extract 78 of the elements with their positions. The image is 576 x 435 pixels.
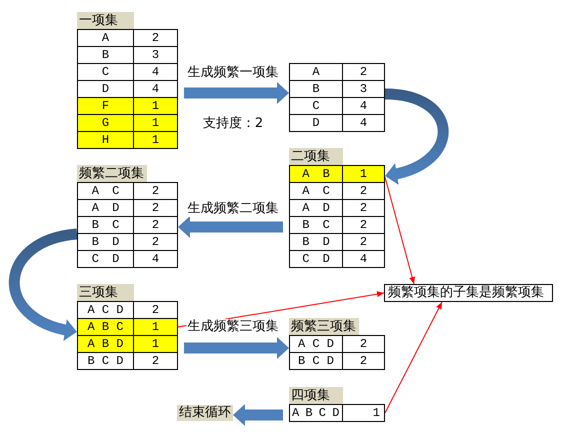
table-cell: A B C xyxy=(78,319,134,336)
table-heading: 四项集 xyxy=(289,387,343,404)
table-cell: C D xyxy=(290,251,343,268)
annotation-text: 支持度：2 xyxy=(202,116,264,132)
table-cell: 3 xyxy=(134,47,178,64)
table-cell: B xyxy=(290,81,343,98)
table-cell: 2 xyxy=(343,234,385,251)
table-cell: 4 xyxy=(343,98,385,115)
table-cell: 2 xyxy=(343,200,385,217)
table-cell: 3 xyxy=(343,81,385,98)
table-cell: 1 xyxy=(134,115,178,132)
table-cell: 1 xyxy=(343,166,385,183)
table-heading: 频繁二项集 xyxy=(77,165,147,182)
table-cell: 2 xyxy=(134,234,178,251)
table-cell: C D xyxy=(78,251,134,268)
edge-label: 生成频繁一项集 xyxy=(186,65,280,81)
table-heading: 频繁三项集 xyxy=(289,318,359,335)
arrow xyxy=(384,176,416,284)
table-cell: A C xyxy=(290,183,343,200)
table-cell: A B xyxy=(290,166,343,183)
table-cell: 1 xyxy=(343,405,385,422)
table-cell: B C xyxy=(78,217,134,234)
arrow xyxy=(384,302,442,414)
table-cell: C xyxy=(78,64,134,81)
block-arrow xyxy=(178,216,283,238)
table-cell: 2 xyxy=(134,200,178,217)
curved-arrow xyxy=(8,228,78,340)
table-cell: B D xyxy=(78,234,134,251)
table-cell: 2 xyxy=(343,183,385,200)
block-arrow xyxy=(184,82,289,104)
table-heading: 二项集 xyxy=(289,148,343,165)
note-box: 频繁项集的子集是频繁项集 xyxy=(384,284,553,302)
edge-label: 生成频繁三项集 xyxy=(186,319,280,335)
table-cell: 1 xyxy=(134,98,178,115)
table-cell: F xyxy=(78,98,134,115)
table-cell: 2 xyxy=(343,336,385,353)
table-cell: G xyxy=(78,115,134,132)
table-cell: A B D xyxy=(78,336,134,353)
table-cell: B C D xyxy=(78,353,134,370)
block-arrow xyxy=(184,337,289,359)
table-cell: 2 xyxy=(343,64,385,81)
table-cell: A D xyxy=(78,200,134,217)
table-cell: A D xyxy=(290,200,343,217)
table-cell: 4 xyxy=(343,251,385,268)
table-cell: 2 xyxy=(134,183,178,200)
table-cell: 1 xyxy=(134,319,178,336)
table-cell: 2 xyxy=(134,30,178,47)
block-arrow xyxy=(233,404,283,426)
table-cell: 2 xyxy=(343,353,385,370)
table-cell: A C xyxy=(78,183,134,200)
table-cell: C xyxy=(290,98,343,115)
table-cell: D xyxy=(78,81,134,98)
table-cell: 2 xyxy=(343,217,385,234)
table-cell: B C xyxy=(290,217,343,234)
table-cell: A C D xyxy=(290,336,343,353)
table-cell: A B C D xyxy=(290,405,343,422)
table-cell: B C D xyxy=(290,353,343,370)
table-cell: B D xyxy=(290,234,343,251)
curved-arrow xyxy=(384,88,449,184)
table-heading: 一项集 xyxy=(77,12,134,29)
table-cell: B xyxy=(78,47,134,64)
table-cell: A C D xyxy=(78,302,134,319)
table-cell: 4 xyxy=(134,251,178,268)
table-cell: 2 xyxy=(134,217,178,234)
table-cell: 4 xyxy=(134,64,178,81)
edge-label: 生成频繁二项集 xyxy=(186,201,280,217)
table-cell: 1 xyxy=(134,132,178,149)
table-cell: 4 xyxy=(343,115,385,132)
table-cell: 1 xyxy=(134,336,178,353)
table-cell: A xyxy=(78,30,134,47)
table-cell: 4 xyxy=(134,81,178,98)
terminal-box: 结束循环 xyxy=(177,405,233,421)
table-cell: 2 xyxy=(134,353,178,370)
table-heading: 三项集 xyxy=(77,284,134,301)
table-cell: A xyxy=(290,64,343,81)
table-cell: H xyxy=(78,132,134,149)
table-cell: D xyxy=(290,115,343,132)
table-cell: 2 xyxy=(134,302,178,319)
